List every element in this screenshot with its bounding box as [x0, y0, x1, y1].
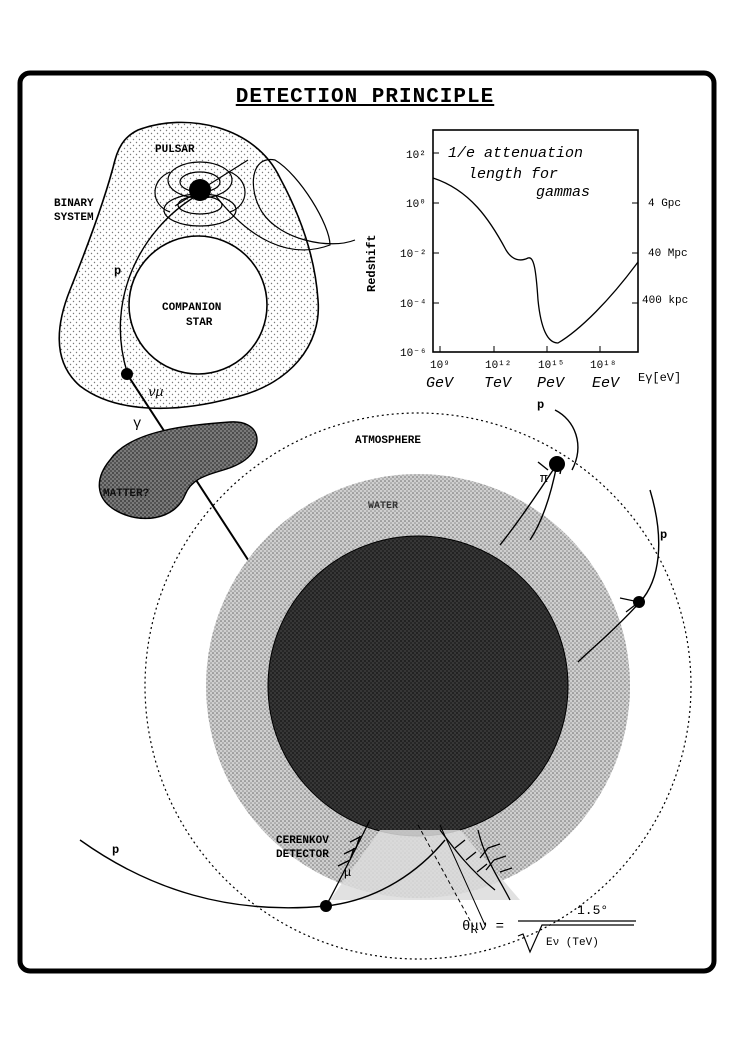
matter-label: MATTER?: [103, 488, 149, 500]
matter-cloud: [98, 421, 258, 520]
pion-label: π: [540, 471, 548, 486]
right-shower-lines: [619, 597, 640, 613]
x-tick-label-2: 10¹⁵: [538, 360, 564, 372]
detector-region: [330, 830, 520, 900]
binary-system-label-1: BINARY: [54, 198, 94, 210]
atmosphere-boundary: [144, 412, 692, 960]
energy-name-3: EeV: [592, 375, 621, 392]
handwritten-note-2: length for: [468, 166, 558, 183]
source-proton-label: p: [114, 264, 121, 278]
muon-angle-line: [439, 824, 486, 926]
attenuation-plot-frame: [432, 129, 639, 353]
attenuation-curve: [432, 177, 639, 344]
right-proton-label: p: [660, 528, 667, 542]
right-tick-label-2: 400 kpc: [642, 295, 688, 307]
proton-path-top: [554, 409, 579, 471]
source-proton-path: [119, 195, 197, 373]
formula-lhs: θμν =: [462, 919, 504, 935]
pulsar-label: PULSAR: [155, 144, 195, 156]
formula-numerator: 1.5°: [577, 903, 608, 918]
pulsar: [189, 179, 211, 201]
right-tick-label-0: 4 Gpc: [648, 198, 681, 210]
atmosphere-label: ATMOSPHERE: [355, 435, 421, 447]
cerenkov-detector-label-1: CERENKOV: [276, 835, 329, 847]
binary-system-label-2: SYSTEM: [54, 212, 94, 224]
left-proton-label: p: [112, 843, 119, 857]
earth-core-shade: [268, 536, 568, 836]
outer-frame: [17, 70, 717, 974]
handwritten-note-3: gammas: [536, 184, 590, 201]
nu-mu-label: νμ: [148, 385, 164, 400]
x-axis-label: Eγ[eV]: [638, 371, 681, 385]
x-tick-label-1: 10¹²: [485, 360, 511, 372]
companion-star-label-1: COMPANION: [162, 302, 221, 314]
formula-denominator: Eν (TeV): [546, 937, 599, 949]
water-label: WATER: [368, 501, 398, 512]
pulsar-field-lines: [154, 159, 356, 251]
y-tick-label-0: 10²: [406, 150, 426, 162]
cerenkov-detector-label-2: DETECTOR: [276, 849, 329, 861]
attenuation-plot-ticks: [433, 152, 638, 353]
y-tick-label-4: 10⁻⁶: [400, 348, 426, 360]
energy-name-0: GeV: [426, 375, 455, 392]
top-shower-lines: [499, 459, 564, 546]
companion-star: [128, 235, 268, 375]
y-tick-label-3: 10⁻⁴: [400, 299, 426, 311]
formula-sqrt-sign: [517, 924, 634, 954]
top-proton-label: p: [537, 398, 544, 412]
right-tick-label-1: 40 Mpc: [648, 248, 688, 260]
x-tick-label-0: 10⁹: [430, 360, 450, 372]
y-tick-label-1: 10⁰: [406, 199, 426, 211]
energy-name-1: TeV: [484, 375, 513, 392]
companion-star-label-2: STAR: [186, 317, 213, 329]
proton-path-left: [79, 839, 446, 909]
mu-label: μ: [344, 866, 351, 880]
energy-name-2: PeV: [537, 375, 566, 392]
redshift-label: Redshift: [365, 234, 379, 292]
gamma-label: γ: [133, 416, 141, 432]
y-tick-label-2: 10⁻²: [400, 249, 426, 261]
x-tick-label-3: 10¹⁸: [590, 360, 616, 372]
handwritten-note-1: 1/e attenuation: [448, 145, 583, 162]
page-title: DETECTION PRINCIPLE: [235, 86, 495, 109]
